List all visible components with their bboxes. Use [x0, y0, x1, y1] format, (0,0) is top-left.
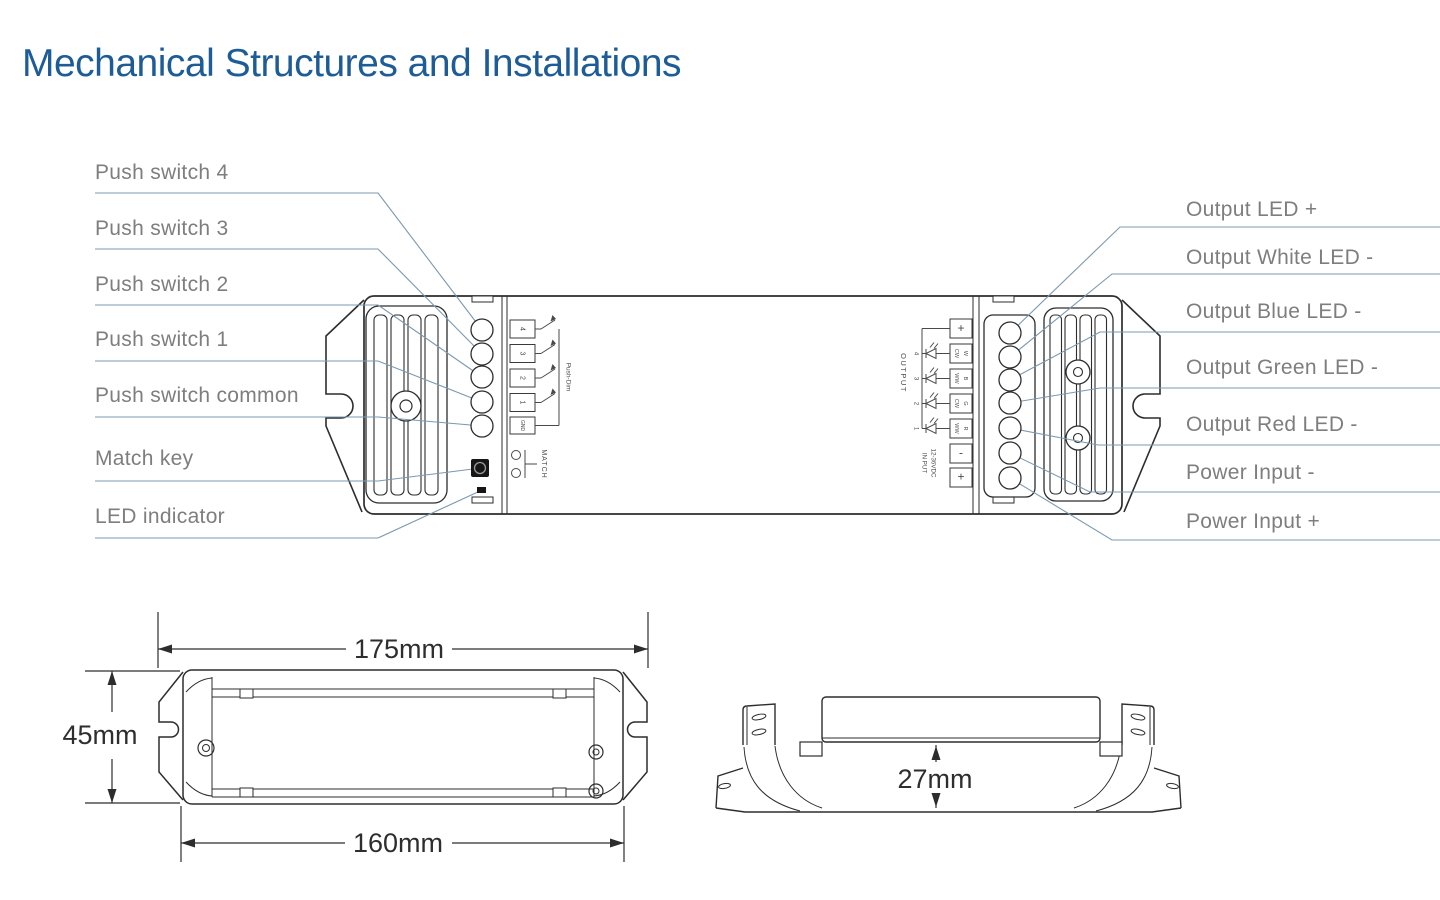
- label-push-switch-1: Push switch 1: [95, 328, 228, 351]
- push-terminal-1: 1: [519, 401, 526, 405]
- match-schematic: [511, 450, 537, 478]
- label-power-input-plus: Power Input +: [1186, 510, 1320, 533]
- push-terminal-4: 4: [519, 327, 526, 331]
- ch2-num: 2: [912, 402, 918, 406]
- led-diode-symbols: [921, 328, 950, 435]
- push-terminal-2: 2: [519, 376, 526, 380]
- dim-45: [85, 670, 180, 804]
- ch2-line1: CW: [953, 399, 959, 409]
- left-grille: [365, 305, 448, 504]
- label-output-white: Output White LED -: [1186, 246, 1373, 269]
- label-match-key: Match key: [95, 447, 194, 470]
- output-schematic: OUTPUT + CW W WW B CW G WW R - +: [899, 318, 973, 488]
- ch2-line2: G: [962, 401, 968, 405]
- input-voltage-label: 12-36VDC: [929, 449, 936, 478]
- front-view-drawing: 175mm 45mm 160mm: [62, 612, 649, 862]
- main-device-view: 4 3 2 1 GND Push: [325, 295, 1161, 515]
- callout-leader-lines: [95, 192, 1440, 541]
- side-view-drawing: 27mm: [715, 696, 1182, 813]
- right-callout-labels: Output LED + Output White LED - Output B…: [1186, 198, 1378, 533]
- right-screw-hole-top: [1065, 359, 1091, 385]
- ch4-num: 4: [912, 352, 918, 356]
- left-screw-hole: [390, 390, 422, 422]
- ch1-line2: R: [962, 427, 968, 431]
- ch1-num: 1: [912, 427, 918, 431]
- match-key-button: [471, 459, 489, 477]
- right-screw-hole-bottom: [1065, 425, 1091, 451]
- input-plus-label: +: [957, 470, 964, 484]
- page-title: Mechanical Structures and Installations: [22, 42, 682, 85]
- ch3-line1: WW: [953, 373, 959, 384]
- label-output-led-plus: Output LED +: [1186, 198, 1317, 221]
- label-output-blue: Output Blue LED -: [1186, 300, 1362, 323]
- label-output-green: Output Green LED -: [1186, 356, 1378, 379]
- push-terminal-gnd: GND: [519, 420, 525, 432]
- label-push-switch-2: Push switch 2: [95, 273, 228, 296]
- output-terminal-circles: [998, 321, 1022, 490]
- left-mounting-ear: [325, 299, 365, 513]
- dim-160: [180, 806, 625, 862]
- edge-tabs: [471, 295, 1015, 504]
- output-label: OUTPUT: [899, 353, 908, 393]
- label-output-red: Output Red LED -: [1186, 413, 1358, 436]
- push-terminal-3: 3: [519, 352, 526, 356]
- label-push-switch-3: Push switch 3: [95, 217, 228, 240]
- label-push-switch-4: Push switch 4: [95, 161, 228, 184]
- led-indicator-dot: [477, 487, 486, 493]
- input-label: IN PUT: [920, 453, 927, 474]
- output-terminal-block: [983, 314, 1036, 498]
- right-grille: [1043, 307, 1114, 502]
- push-dim-schematic: 4 3 2 1 GND Push: [509, 315, 571, 479]
- label-push-switch-common: Push switch common: [95, 384, 299, 407]
- ch3-num: 3: [912, 377, 918, 381]
- dim-175: [157, 612, 649, 668]
- input-minus-label: -: [959, 446, 963, 460]
- ch4-line2: W: [962, 351, 968, 357]
- dim-height: 45mm: [62, 720, 137, 750]
- ch1-line1: WW: [953, 423, 959, 434]
- label-power-input-minus: Power Input -: [1186, 461, 1315, 484]
- output-plus-label: +: [957, 321, 964, 335]
- left-callout-labels: Push switch 4 Push switch 3 Push switch …: [95, 161, 299, 528]
- dim-width-total: 175mm: [354, 634, 444, 664]
- ch4-line1: CW: [953, 349, 959, 359]
- push-dim-label: Push-Dim: [564, 363, 571, 392]
- label-led-indicator: LED indicator: [95, 505, 225, 528]
- ch3-line2: B: [962, 377, 968, 381]
- cap-boundaries: [501, 296, 980, 514]
- right-mounting-ear: [1121, 299, 1161, 513]
- dim-depth: 27mm: [897, 764, 972, 794]
- match-label: MATCH: [540, 449, 547, 478]
- dim-width-inner: 160mm: [353, 828, 443, 858]
- push-terminal-circles: [470, 318, 494, 438]
